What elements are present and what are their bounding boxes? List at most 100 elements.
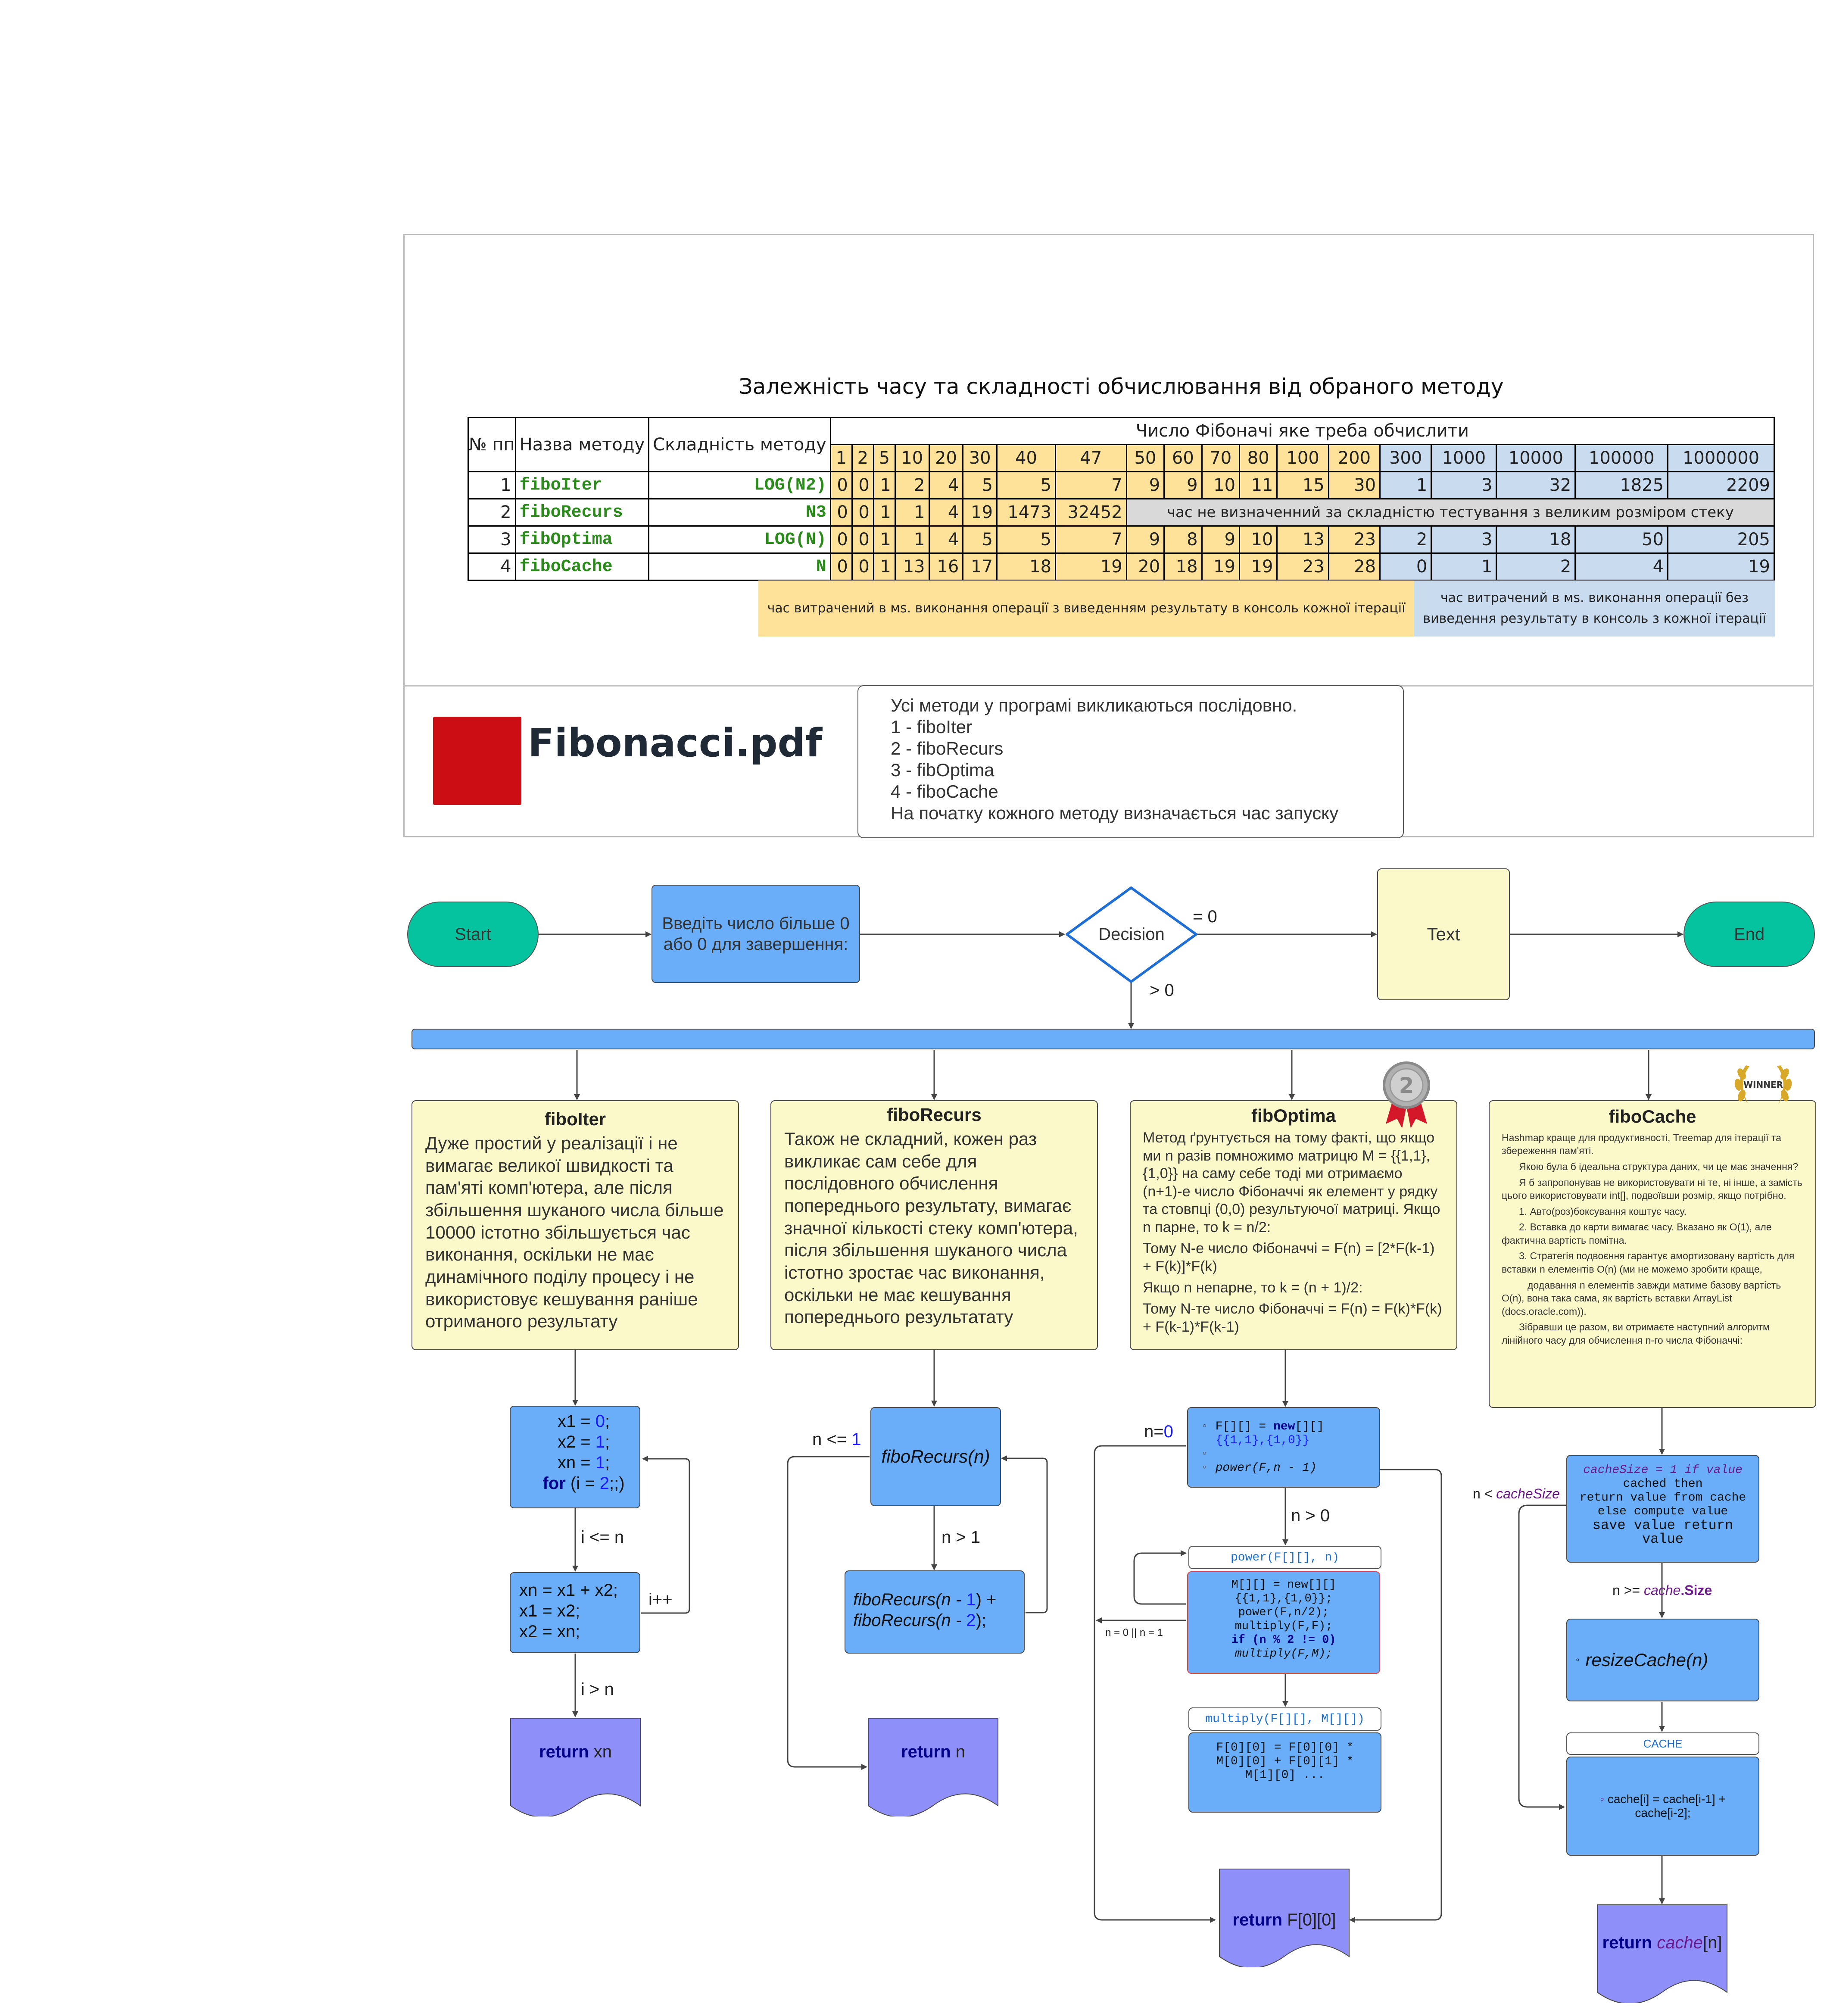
time-cell: 19 <box>1055 552 1127 581</box>
time-cell: 0 <box>829 498 853 527</box>
recurs-body-block[interactable]: fiboRecurs(n - 1) + fiboRecurs(n - 2); <box>845 1570 1025 1654</box>
power-header: power(F[][], n) <box>1188 1546 1381 1569</box>
time-cell: 5 <box>996 471 1057 499</box>
info-line: 1 - fiboIter <box>891 717 973 737</box>
fib-input-header: 100000 <box>1574 444 1669 472</box>
fib-input-header: 50 <box>1125 444 1165 472</box>
method-complexity: LOG(N) <box>648 525 831 554</box>
fork-bar <box>412 1029 1815 1049</box>
file-name[interactable]: Fibonacci.pdf <box>528 721 823 766</box>
time-cell: 0 <box>829 552 853 581</box>
fib-input-header: 30 <box>962 444 998 472</box>
resize-cache-block[interactable]: ◦resizeCache(n) <box>1566 1619 1759 1701</box>
card-fiboptima: fibOptima Метод ґрунтується на тому факт… <box>1130 1100 1457 1350</box>
cache-cond-lt: n < cacheSize <box>1473 1486 1560 1501</box>
time-cell: 1 <box>1379 471 1432 499</box>
time-cell: 2209 <box>1667 471 1775 499</box>
time-cell: 1 <box>873 471 896 499</box>
power-body[interactable]: M[][] = new[][] {{1,1},{1,0}}; power(F,n… <box>1187 1571 1380 1674</box>
fib-input-header: 60 <box>1163 444 1203 472</box>
eq0-label: = 0 <box>1193 907 1217 926</box>
unmeasured-note: час не визначенний за складністю тестува… <box>1125 498 1775 527</box>
card-paragraph: 1. Авто(роз)боксування коштує часу. <box>1519 1205 1687 1217</box>
method-complexity: N3 <box>648 498 831 527</box>
fib-input-header: 200 <box>1328 444 1381 472</box>
time-cell: 5 <box>996 525 1057 554</box>
time-cell: 19 <box>962 498 998 527</box>
svg-text:2: 2 <box>1399 1073 1414 1098</box>
time-cell: 8 <box>1163 525 1203 554</box>
card-paragraph: 3. Стратегія подвоєння гарантує амортизо… <box>1502 1250 1795 1275</box>
time-cell: 10 <box>1239 525 1278 554</box>
recurs-call-block[interactable]: fiboRecurs(n) <box>870 1407 1001 1506</box>
iter-return-doc[interactable]: return xn <box>510 1717 641 1816</box>
time-cell: 1 <box>873 552 896 581</box>
info-line: Усі методи у програмі викликаються послі… <box>891 695 1297 715</box>
method-complexity: LOG(N2) <box>648 471 831 499</box>
svg-text:WINNER: WINNER <box>1743 1080 1783 1090</box>
iter-cond-le: i <= n <box>581 1528 624 1547</box>
card-paragraph: Метод ґрунтується на тому факті, що якщо… <box>1143 1130 1440 1236</box>
time-cell: 23 <box>1276 552 1329 581</box>
recurs-return-doc[interactable]: return n <box>867 1717 999 1816</box>
card-text: Дуже простий у реалізації і не вимагає в… <box>425 1133 724 1332</box>
time-cell: 5 <box>962 525 998 554</box>
start-terminal[interactable]: Start <box>407 902 539 967</box>
time-cell: 16 <box>928 552 964 581</box>
fib-input-header: 2 <box>851 444 874 472</box>
time-cell: 15 <box>1276 471 1329 499</box>
recurs-cond-gt1: n > 1 <box>941 1528 981 1547</box>
row-number: 3 <box>468 525 516 554</box>
table-title: Залежність часу та складності обчислюван… <box>739 374 1504 399</box>
time-cell: 19 <box>1239 552 1278 581</box>
time-cell: 2 <box>894 471 930 499</box>
fib-input-header: 47 <box>1055 444 1127 472</box>
time-cell: 28 <box>1328 552 1381 581</box>
input-prompt[interactable]: Введіть число більше 0 або 0 для заверше… <box>652 885 860 983</box>
pdf-file-icon[interactable] <box>433 717 521 805</box>
cache-header: CACHE <box>1566 1732 1759 1755</box>
optima-return-doc[interactable]: return F[0][0] <box>1219 1868 1350 1967</box>
time-cell: 30 <box>1328 471 1381 499</box>
time-cell: 0 <box>851 525 874 554</box>
time-cell: 0 <box>829 525 853 554</box>
fib-input-header: 40 <box>996 444 1057 472</box>
iter-init-block[interactable]: x1 = 0; x2 = 1; xn = 1; for (i = 2;;) <box>510 1406 640 1508</box>
legend-without-output: час витрачений в мs. виконання операції … <box>1414 580 1775 637</box>
cache-assign-block[interactable]: ◦ cache[i] = cache[i-1] + cache[i-2]; <box>1566 1757 1759 1856</box>
time-cell: 9 <box>1201 525 1241 554</box>
optima-exit-label: n = 0 || n = 1 <box>1105 1627 1163 1638</box>
card-paragraph: додавання n елементів завжди матиме базо… <box>1502 1279 1781 1317</box>
method-name: fiboIter <box>514 471 650 499</box>
time-cell: 4 <box>928 498 964 527</box>
cache-return-doc[interactable]: return cache[n] <box>1596 1904 1728 2003</box>
info-box: Усі методи у програмі викликаються послі… <box>857 685 1404 838</box>
fib-input-header: 1000000 <box>1667 444 1775 472</box>
optima-cond-gt0: n > 0 <box>1291 1506 1330 1525</box>
silver-medal-icon: 2 <box>1381 1059 1432 1128</box>
time-cell: 4 <box>928 471 964 499</box>
iter-increment: i++ <box>648 1590 673 1609</box>
fib-input-header: 1000 <box>1431 444 1497 472</box>
info-line: 2 - fiboRecurs <box>891 738 1004 758</box>
iter-body-block[interactable]: xn = x1 + x2; x1 = x2; x2 = xn; <box>510 1572 640 1653</box>
card-title: fiboIter <box>544 1109 606 1129</box>
time-cell: 2 <box>1379 525 1432 554</box>
multiply-body[interactable]: F[0][0] = F[0][0] * M[0][0] + F[0][1] * … <box>1188 1732 1381 1813</box>
time-cell: 2 <box>1496 552 1576 581</box>
method-name: fiboCache <box>514 552 650 581</box>
card-paragraph: Якою була б ідеальна структура даних, чи… <box>1519 1161 1799 1173</box>
time-cell: 1473 <box>996 498 1057 527</box>
iter-cond-gt: i > n <box>581 1680 614 1699</box>
cache-check-block[interactable]: cacheSize = 1 if value cached then retur… <box>1566 1455 1759 1563</box>
text-node[interactable]: Text <box>1377 868 1510 1000</box>
time-cell: 50 <box>1574 525 1669 554</box>
end-terminal[interactable]: End <box>1683 902 1815 967</box>
time-cell: 3 <box>1431 525 1497 554</box>
time-cell: 0 <box>829 471 853 499</box>
time-cell: 1 <box>1431 552 1497 581</box>
optima-init-block[interactable]: ◦ F[][] = new[][] {{1,1},{1,0}} ◦ ◦ powe… <box>1187 1407 1380 1488</box>
time-cell: 3 <box>1431 471 1497 499</box>
row-number: 4 <box>468 552 516 581</box>
